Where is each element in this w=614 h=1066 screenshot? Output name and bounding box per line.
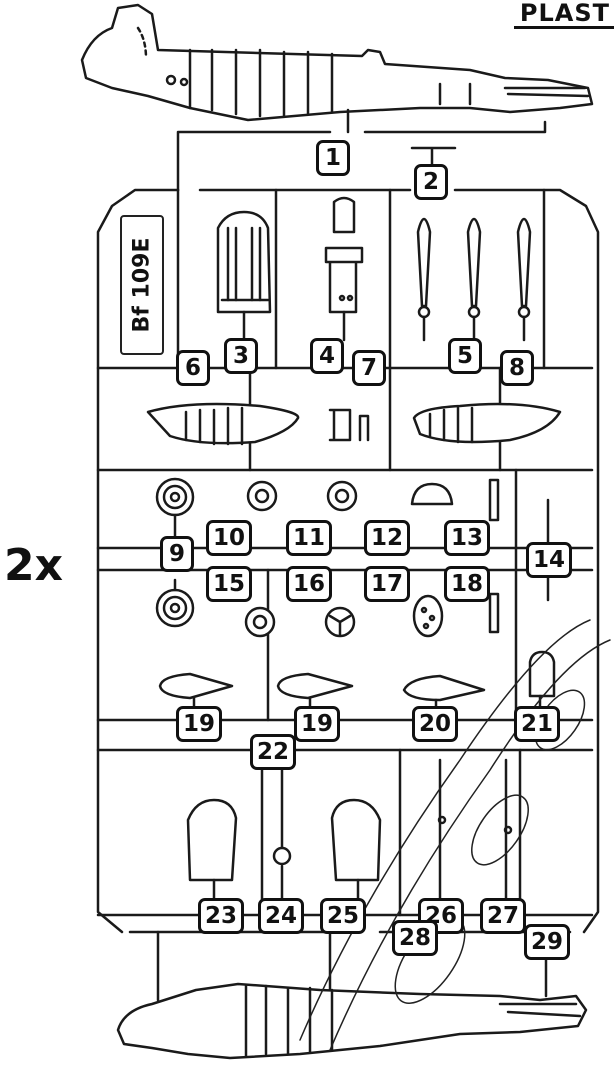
part-label-6: 6 bbox=[176, 350, 210, 386]
drop-tanks bbox=[158, 650, 556, 712]
part-label-8: 8 bbox=[500, 350, 534, 386]
part-label-13: 13 bbox=[444, 520, 491, 556]
part-label-2: 2 bbox=[414, 164, 448, 200]
part-label-18: 18 bbox=[444, 566, 491, 602]
part-label-20: 20 bbox=[412, 706, 459, 742]
fuselage-half-top bbox=[80, 3, 594, 134]
header-title: PLAST bbox=[513, 0, 614, 29]
sprue-brand-tab: Bf 109E bbox=[120, 215, 164, 355]
fuselage-half-bottom bbox=[116, 930, 588, 1060]
part-label-5: 5 bbox=[448, 338, 482, 374]
part-3-shape bbox=[216, 210, 272, 342]
part-label-29: 29 bbox=[524, 924, 571, 960]
part-label-17: 17 bbox=[364, 566, 411, 602]
small-parts bbox=[244, 478, 558, 638]
part-label-26: 26 bbox=[418, 898, 465, 934]
part-label-4: 4 bbox=[310, 338, 344, 374]
part-label-25: 25 bbox=[320, 898, 367, 934]
part-label-7: 7 bbox=[352, 350, 386, 386]
part-label-16: 16 bbox=[286, 566, 333, 602]
sprue-brand-name: Bf 109E bbox=[129, 237, 155, 333]
part-label-11: 11 bbox=[286, 520, 333, 556]
propeller-blades bbox=[416, 217, 532, 342]
tail-planes bbox=[146, 402, 562, 446]
wheels bbox=[155, 477, 195, 628]
part-4-shape bbox=[324, 196, 364, 342]
part-label-10: 10 bbox=[206, 520, 253, 556]
part-label-23: 23 bbox=[198, 898, 245, 934]
part-label-19: 19 bbox=[176, 706, 223, 742]
part-label-22: 22 bbox=[250, 734, 297, 770]
part-label-12: 12 bbox=[364, 520, 411, 556]
part-label-24: 24 bbox=[258, 898, 305, 934]
part-label-27: 27 bbox=[480, 898, 527, 934]
part-label-15: 15 bbox=[206, 566, 253, 602]
lower-small-parts bbox=[186, 758, 513, 902]
part-label-1: 1 bbox=[316, 140, 350, 176]
part-label-3: 3 bbox=[224, 338, 258, 374]
part-label-28: 28 bbox=[392, 920, 439, 956]
part-label-21: 21 bbox=[514, 706, 561, 742]
part-label-14: 14 bbox=[526, 542, 573, 578]
part-label-9: 9 bbox=[160, 536, 194, 572]
quantity-multiplier: 2x bbox=[4, 540, 63, 591]
part-label-19: 19 bbox=[294, 706, 341, 742]
